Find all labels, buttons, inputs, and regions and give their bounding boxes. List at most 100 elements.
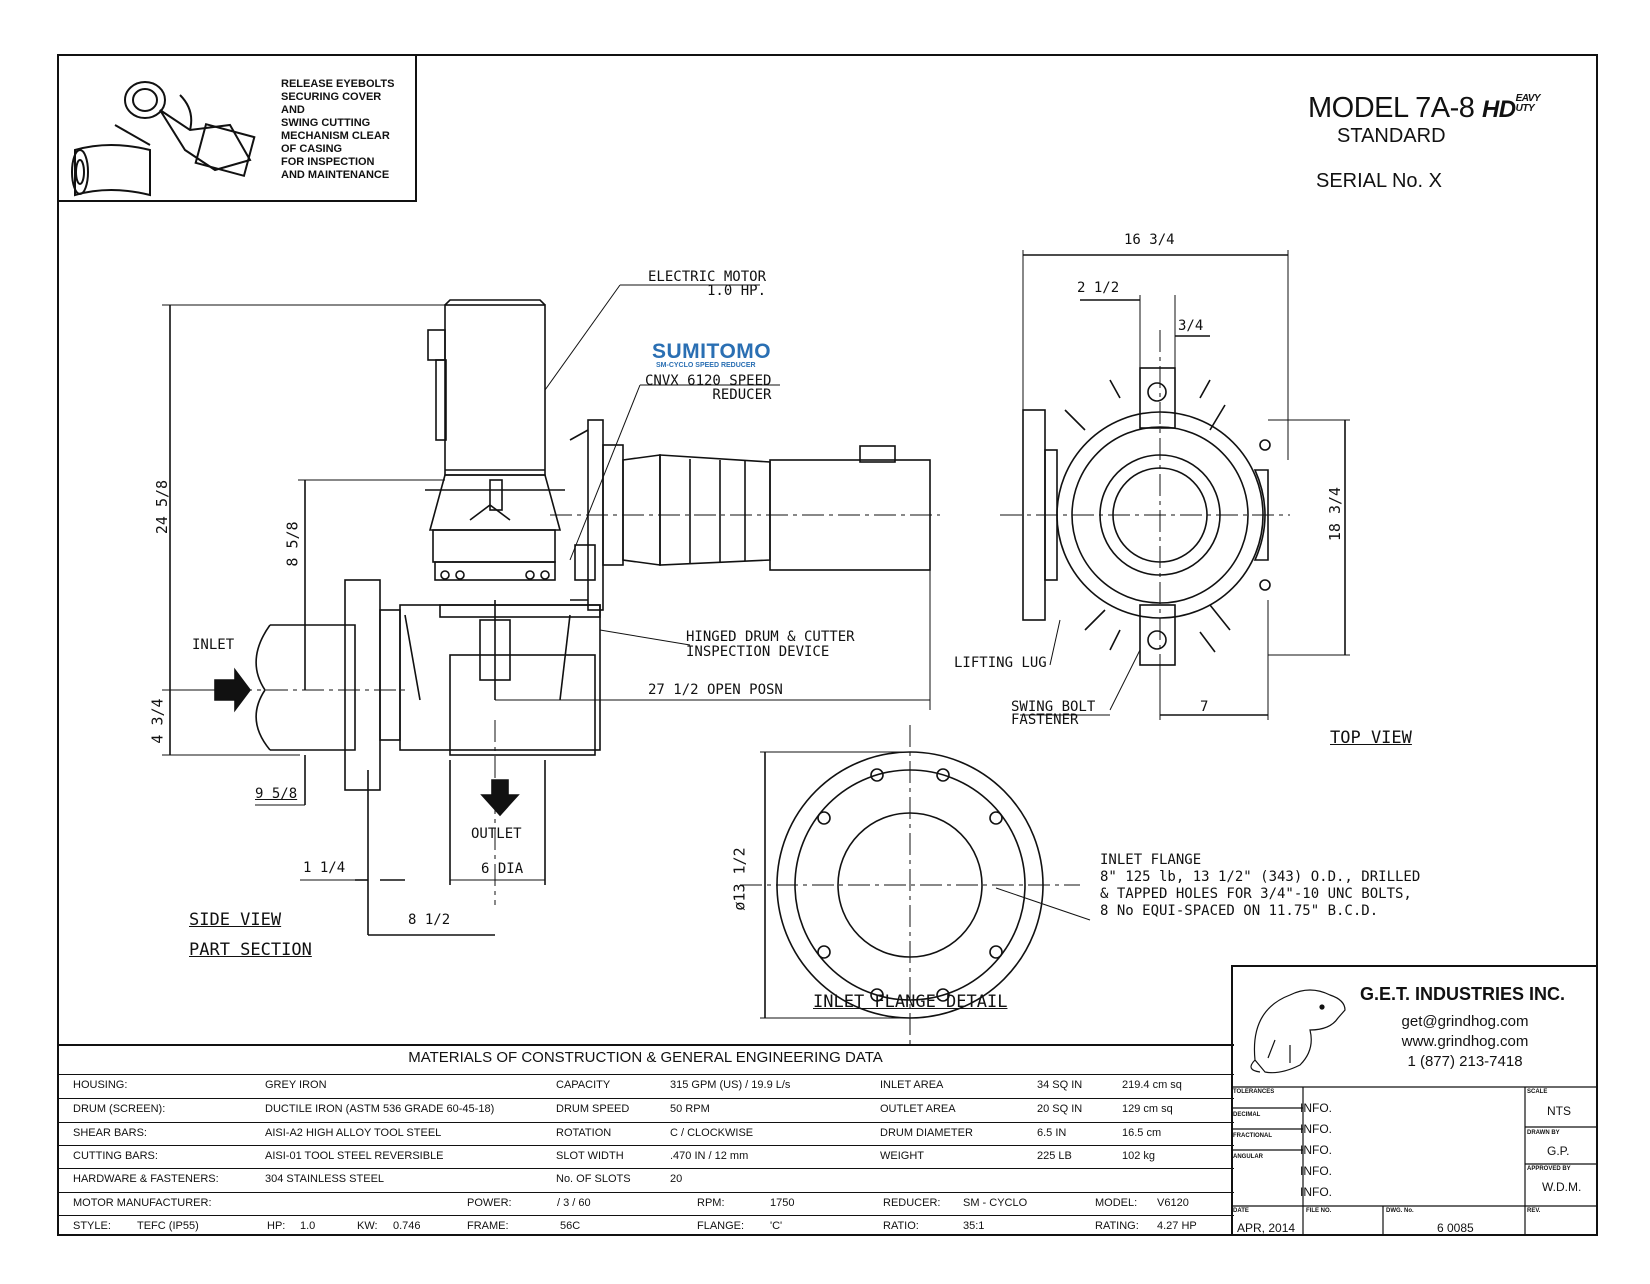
materials-cell: C / CLOCKWISE: [670, 1127, 754, 1139]
materials-cell: ROTATION: [556, 1127, 612, 1139]
model-label: MODEL:: [1095, 1197, 1138, 1209]
reducer-label: REDUCER:: [883, 1197, 941, 1209]
serial-number: SERIAL No. X: [1316, 170, 1442, 192]
ratio-value: 35:1: [963, 1220, 985, 1232]
sumitomo-logo: SUMITOMO: [652, 340, 772, 363]
materials-cell: AISI-01 TOOL STEEL REVERSIBLE: [265, 1150, 444, 1162]
materials-cell: AISI-A2 HIGH ALLOY TOOL STEEL: [265, 1127, 442, 1139]
model-name: MODEL 7A-8: [1308, 92, 1475, 124]
flange-detail-title: INLET FLANGE DETAIL: [813, 992, 1008, 1012]
flange-thk-dim: 1 1/4: [303, 860, 346, 876]
materials-cell: INLET AREA: [880, 1079, 944, 1091]
ratio-label: RATIO:: [883, 1220, 919, 1232]
materials-cell: 315 GPM (US) / 19.9 L/s: [670, 1079, 791, 1091]
materials-cell: DRUM (SCREEN):: [73, 1103, 166, 1115]
materials-cell: CUTTING BARS:: [73, 1150, 158, 1162]
materials-cell: GREY IRON: [265, 1079, 327, 1091]
style-value: TEFC (IP55): [137, 1220, 199, 1232]
materials-cell: 20 SQ IN: [1037, 1103, 1083, 1115]
materials-cell: 50 RPM: [670, 1103, 710, 1115]
company-name: G.E.T. INDUSTRIES INC.: [1360, 984, 1566, 1004]
materials-cell: 219.4 cm sq: [1122, 1079, 1182, 1091]
materials-cell: DUCTILE IRON (ASTM 536 GRADE 60-45-18): [265, 1103, 495, 1115]
outlet-dia-dim: 6 DIA: [481, 861, 524, 877]
center-dim: 7: [1200, 699, 1209, 715]
top-view-title: TOP VIEW: [1330, 728, 1412, 748]
materials-cell: HOUSING:: [73, 1079, 128, 1091]
materials-title: MATERIALS OF CONSTRUCTION & GENERAL ENGI…: [408, 1049, 883, 1066]
title-block: [1231, 965, 1598, 1236]
style-label: STYLE:: [73, 1220, 111, 1232]
materials-cell: DRUM SPEED: [556, 1103, 630, 1115]
tolerances-label: TOLERANCES: [1233, 1089, 1275, 1095]
inlet-label: INLET: [192, 637, 235, 653]
flange-label: FLANGE:: [697, 1220, 745, 1232]
reducer-value: SM - CYCLO: [963, 1197, 1028, 1209]
materials-cell: 6.5 IN: [1037, 1127, 1067, 1139]
info-2: INFO.: [1300, 1122, 1332, 1136]
materials-cell: No. OF SLOTS: [556, 1173, 631, 1185]
scale-label: SCALE: [1527, 1089, 1548, 1095]
fractional-label: FRACTIONAL: [1233, 1133, 1272, 1139]
materials-cell: 129 cm sq: [1122, 1103, 1173, 1115]
decimal-label: DECIMAL: [1233, 1112, 1261, 1118]
materials-cell: 225 LB: [1037, 1150, 1072, 1162]
company-email: get@grindhog.com: [1401, 1013, 1529, 1030]
materials-cell: 20: [670, 1173, 683, 1185]
info-3: INFO.: [1300, 1143, 1332, 1157]
dwg-no-value: 6 0085: [1437, 1221, 1474, 1235]
model-title: MODEL 7A-8 HDEAVY UTY: [1308, 92, 1544, 125]
power-value: / 3 / 60: [557, 1197, 591, 1209]
inlet-flange-note: INLET FLANGE 8" 125 lb, 13 1/2" (343) O.…: [1100, 852, 1421, 919]
date-label: DATE: [1233, 1208, 1249, 1214]
angular-label: ANGULAR: [1233, 1154, 1263, 1160]
power-label: POWER:: [467, 1197, 512, 1209]
date-value: APR, 2014: [1237, 1221, 1296, 1235]
sumitomo-subtitle: SM-CYCLO SPEED REDUCER: [656, 362, 756, 369]
swing-bolt-callout: SWING BOLT FASTENER: [1011, 699, 1096, 728]
materials-table: MATERIALS OF CONSTRUCTION & GENERAL ENGI…: [57, 1044, 1234, 1236]
materials-cell: 34 SQ IN: [1037, 1079, 1083, 1091]
company-contact: get@grindhog.com www.grindhog.com 1 (877…: [1370, 1012, 1560, 1072]
kw-label: KW:: [357, 1220, 378, 1232]
hp-value: 1.0: [300, 1220, 316, 1232]
model-value: V6120: [1157, 1197, 1189, 1209]
materials-cell: HARDWARE & FASTENERS:: [73, 1173, 219, 1185]
materials-cell: SHEAR BARS:: [73, 1127, 147, 1139]
motor-mfr-label: MOTOR MANUFACTURER:: [73, 1197, 212, 1209]
top-width-dim: 16 3/4: [1124, 232, 1175, 248]
materials-cell: 304 STAINLESS STEEL: [265, 1173, 385, 1185]
hd-logo-small: EAVY UTY: [1515, 93, 1541, 114]
rpm-value: 1750: [770, 1197, 795, 1209]
frame-value: 56C: [560, 1220, 581, 1232]
inlet-offset-dim: 9 5/8: [255, 786, 298, 802]
info-4: INFO.: [1300, 1164, 1332, 1178]
rating-label: RATING:: [1095, 1220, 1139, 1232]
materials-cell: SLOT WIDTH: [556, 1150, 624, 1162]
info-1: INFO.: [1300, 1101, 1332, 1115]
scale-value: NTS: [1547, 1104, 1571, 1118]
flange-value: 'C': [770, 1220, 783, 1232]
rating-value: 4.27 HP: [1157, 1220, 1197, 1232]
lifting-lug-callout: LIFTING LUG: [954, 655, 1047, 671]
approved-by-value: W.D.M.: [1542, 1180, 1582, 1194]
maintenance-note-box: [57, 54, 417, 202]
reducer-callout: CNVX 6120 SPEED REDUCER: [645, 373, 772, 403]
open-posn-dim: 27 1/2 OPEN POSN: [648, 682, 783, 698]
side-view-title: SIDE VIEW: [189, 910, 282, 930]
dwg-no-label: DWG. No.: [1386, 1208, 1414, 1214]
drawn-by-value: G.P.: [1547, 1144, 1570, 1158]
info-5: INFO.: [1300, 1185, 1332, 1199]
hd-logo: HD: [1481, 96, 1516, 123]
lug-offset-dim: 2 1/2: [1077, 280, 1120, 296]
rev-label: REV.: [1527, 1208, 1541, 1214]
bolt-dim: 3/4: [1178, 318, 1204, 334]
motor-callout: ELECTRIC MOTOR 1.0 HP.: [648, 269, 767, 299]
drawing-border: [57, 54, 1598, 1236]
hinged-callout: HINGED DRUM & CUTTER INSPECTION DEVICE: [686, 629, 855, 660]
maintenance-note: RELEASE EYEBOLTS SECURING COVER AND SWIN…: [281, 78, 395, 181]
drawn-by-label: DRAWN BY: [1527, 1130, 1560, 1136]
company-phone: 1 (877) 213-7418: [1407, 1053, 1523, 1070]
